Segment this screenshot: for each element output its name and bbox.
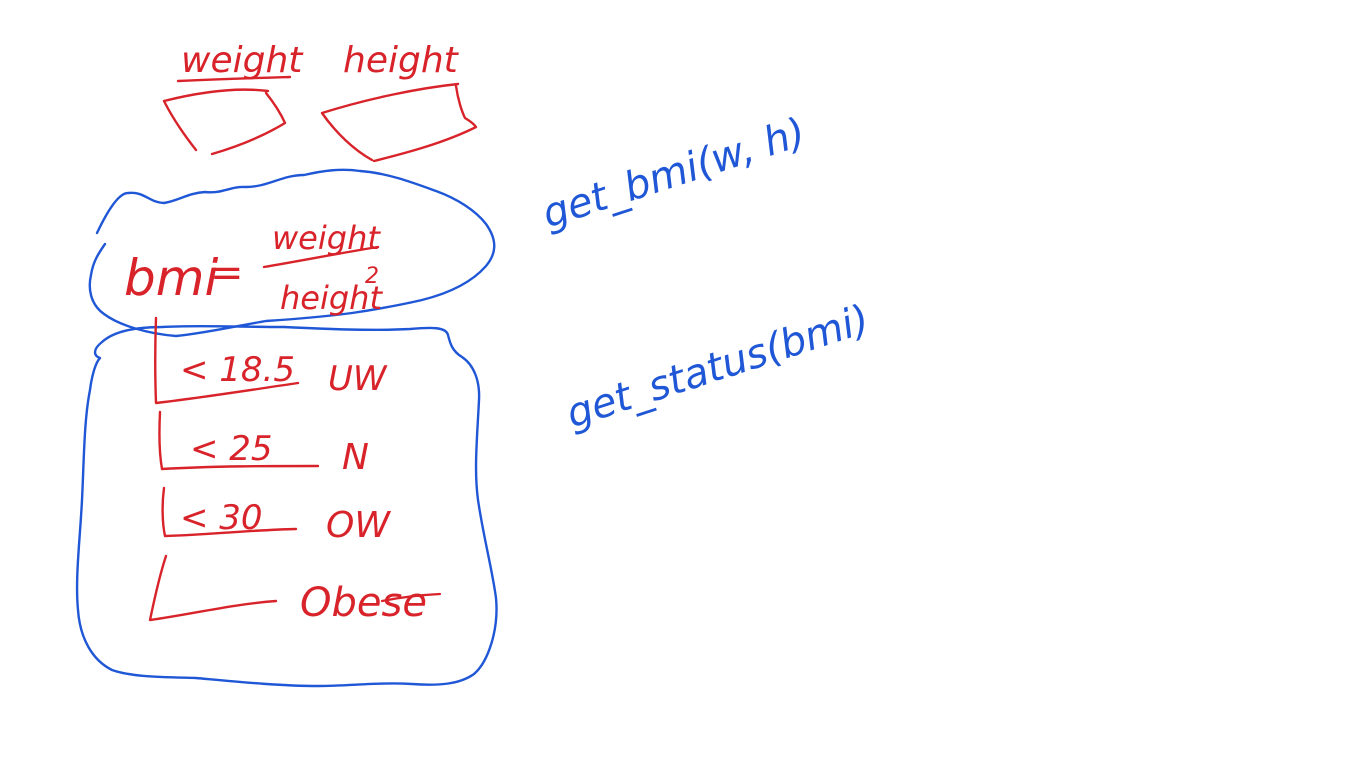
formula-equals: = bbox=[210, 250, 244, 296]
formula-denominator: height bbox=[280, 279, 383, 317]
bmi-scope-outline bbox=[88, 168, 496, 338]
bmi-function-name: get_bmi(w, h) bbox=[537, 109, 811, 237]
height-input-label: height bbox=[343, 40, 460, 81]
weight-label-underline bbox=[176, 75, 292, 83]
branch-line-1 bbox=[154, 316, 300, 405]
obese-underline bbox=[380, 592, 442, 603]
fraction-bar bbox=[262, 245, 380, 269]
branch-line-3 bbox=[161, 486, 298, 538]
status-2: N bbox=[342, 437, 369, 478]
branch-line-2 bbox=[158, 410, 320, 471]
status-4: Obese bbox=[300, 580, 427, 626]
condition-1: < 18.5 bbox=[180, 350, 295, 390]
formula-numerator: weight bbox=[272, 219, 381, 257]
condition-3: < 30 bbox=[180, 498, 263, 538]
formula-lhs: bmi bbox=[124, 249, 218, 307]
status-scope-outline bbox=[75, 324, 498, 688]
status-3: OW bbox=[326, 505, 391, 546]
weight-input-box bbox=[162, 88, 287, 156]
status-function-name: get_status(bmi) bbox=[561, 296, 875, 437]
height-input-box bbox=[320, 82, 478, 163]
status-1: UW bbox=[328, 359, 388, 399]
condition-2: < 25 bbox=[190, 429, 273, 469]
branch-line-4 bbox=[148, 554, 278, 622]
weight-input-label: weight bbox=[181, 40, 304, 81]
formula-exponent: 2 bbox=[365, 264, 379, 289]
